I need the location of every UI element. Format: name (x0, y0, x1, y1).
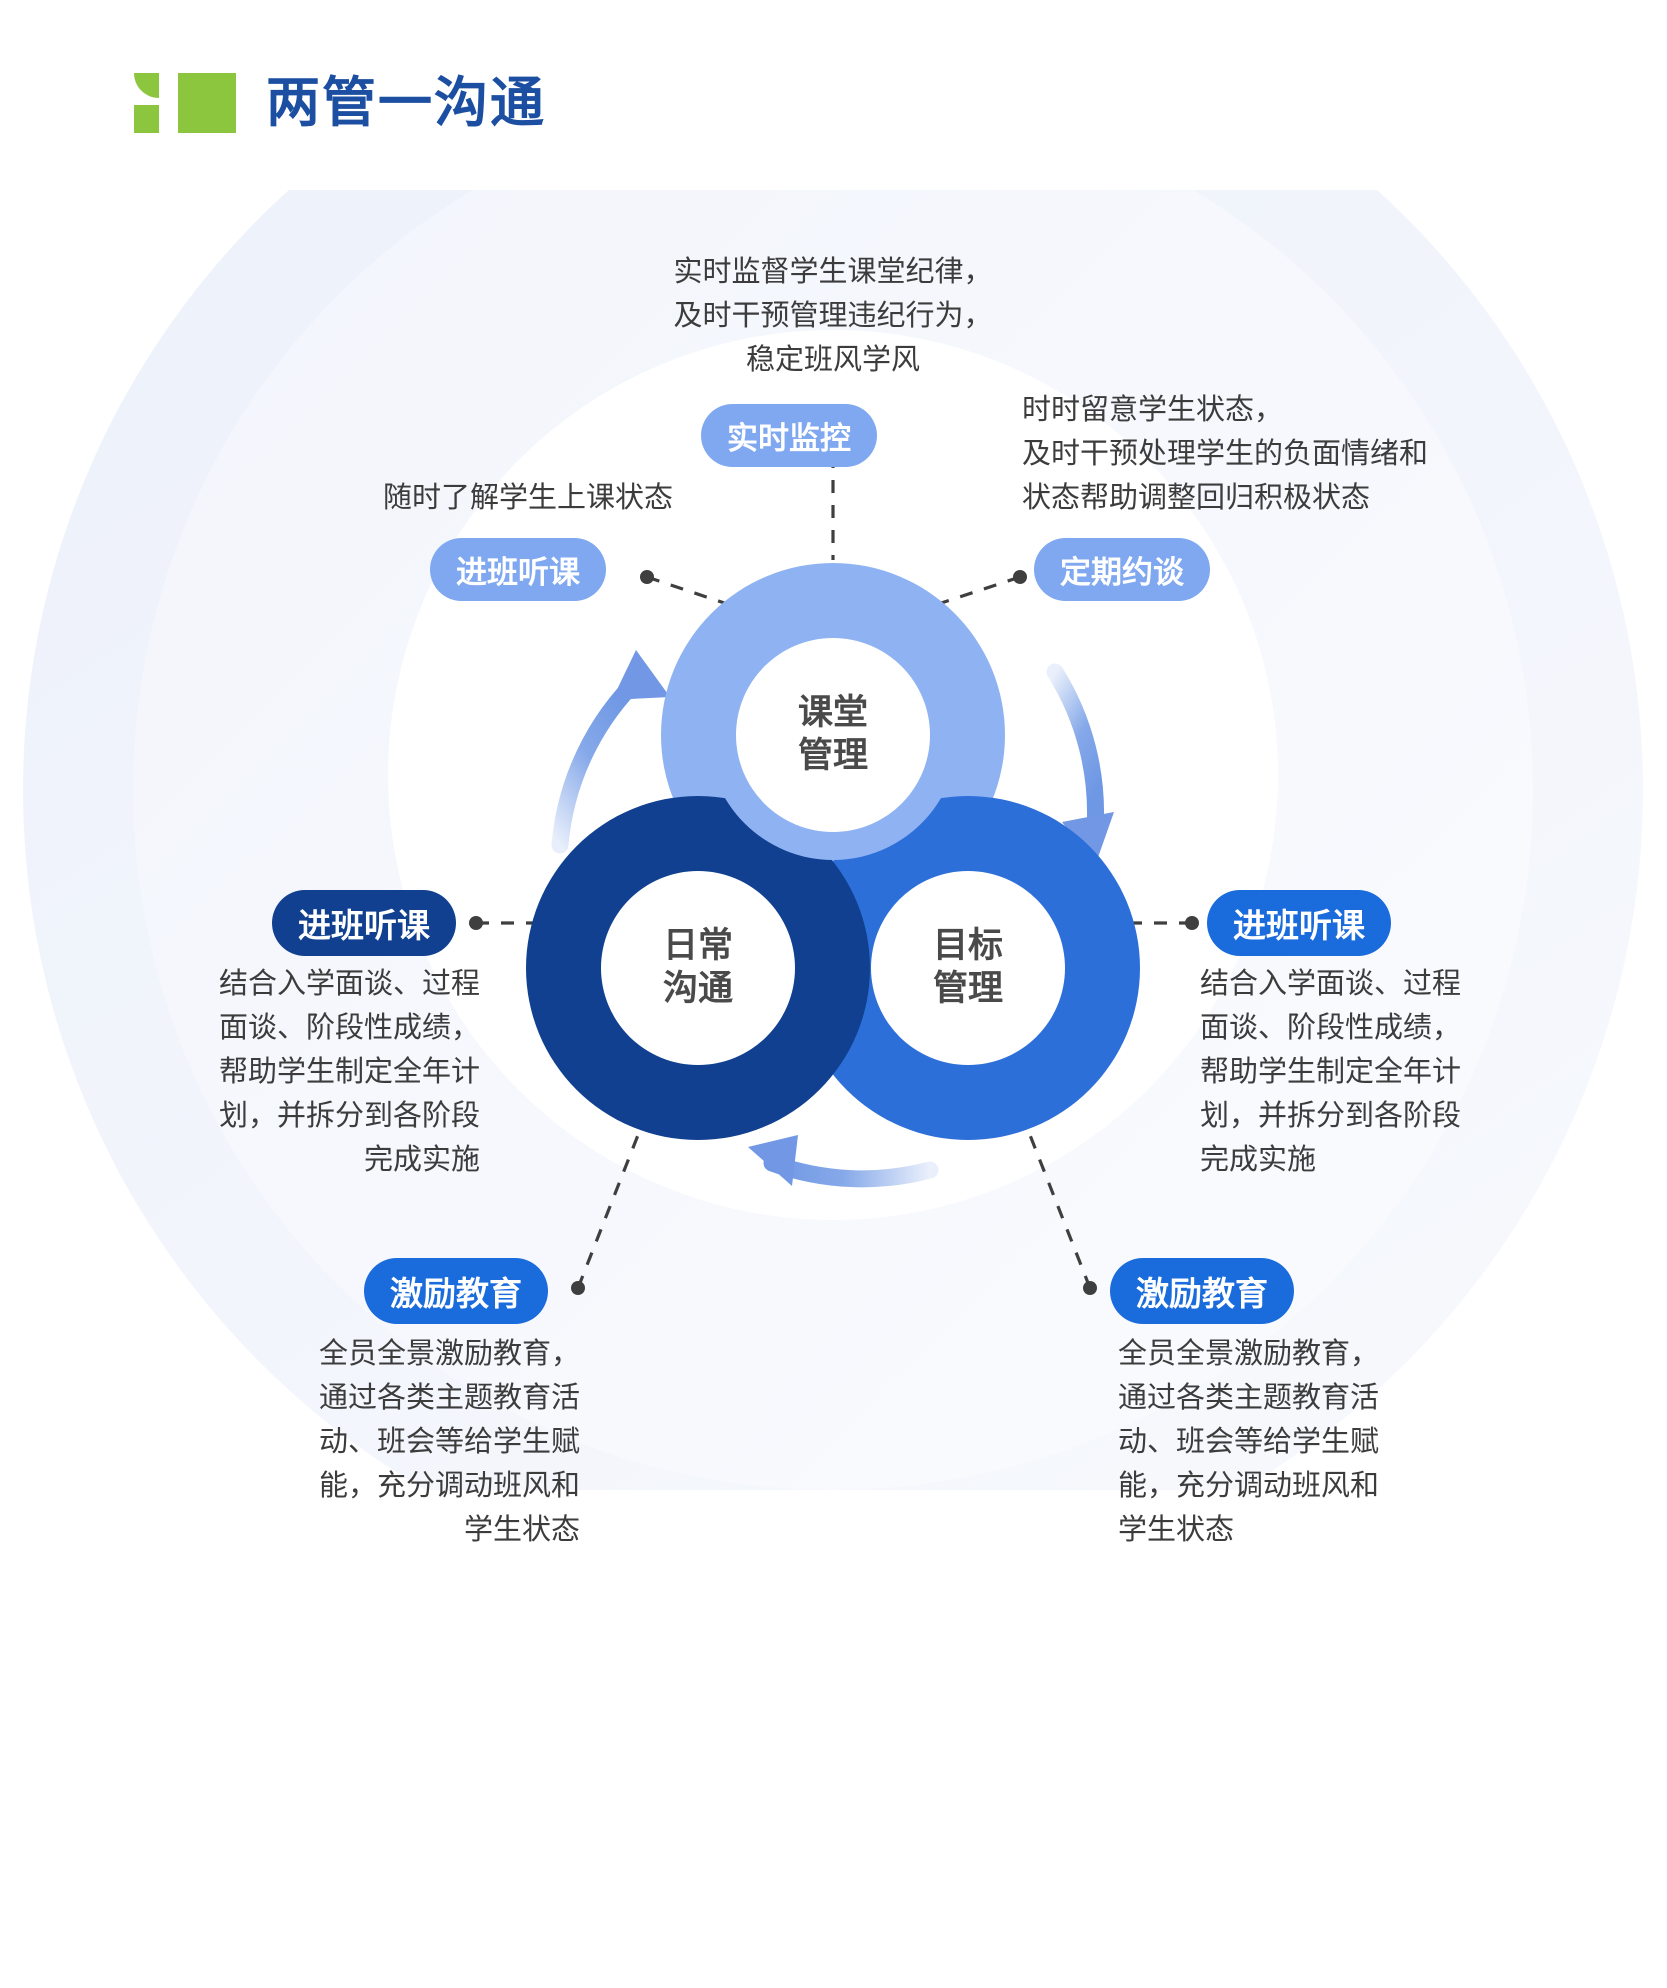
badge-class-sitin-top[interactable]: 进班听课 (430, 538, 606, 601)
desc-class-sitin-right: 结合入学面谈、过程 面谈、阶段性成绩， 帮助学生制定全年计 划，并拆分到各阶段 … (1200, 968, 1462, 1177)
badge-regular-interview[interactable]: 定期约谈 (1034, 538, 1210, 601)
desc-realtime-monitor: 实时监督学生课堂纪律， 及时干预管理违纪行为， 稳定班风学风 (673, 256, 993, 377)
badge-motivation-education-right[interactable]: 激励教育 (1110, 1258, 1294, 1324)
badge-class-sitin-left[interactable]: 进班听课 (272, 890, 456, 956)
ring-label-classroom-management: 课堂 管理 (797, 693, 868, 775)
badge-realtime-monitor[interactable]: 实时监控 (701, 404, 877, 467)
desc-class-sitin-left: 结合入学面谈、过程 面谈、阶段性成绩， 帮助学生制定全年计 划，并拆分到各阶段 … (218, 968, 480, 1177)
desc-motivation-education-right: 全员全景激励教育， 通过各类主题教育活 动、班会等给学生赋 能，充分调动班风和 … (1118, 1338, 1380, 1547)
desc-motivation-education-left: 全员全景激励教育， 通过各类主题教育活 动、班会等给学生赋 能，充分调动班风和 … (318, 1338, 580, 1547)
badge-motivation-education-left[interactable]: 激励教育 (364, 1258, 548, 1324)
badge-class-sitin-right[interactable]: 进班听课 (1207, 890, 1391, 956)
ring-label-daily-communication: 日常 沟通 (662, 926, 733, 1008)
desc-regular-interview: 时时留意学生状态， 及时干预处理学生的负面情绪和 状态帮助调整回归积极状态 (1022, 394, 1429, 515)
ring-label-goal-management: 目标 管理 (932, 926, 1003, 1008)
desc-class-sitin-top: 随时了解学生上课状态 (382, 482, 673, 514)
